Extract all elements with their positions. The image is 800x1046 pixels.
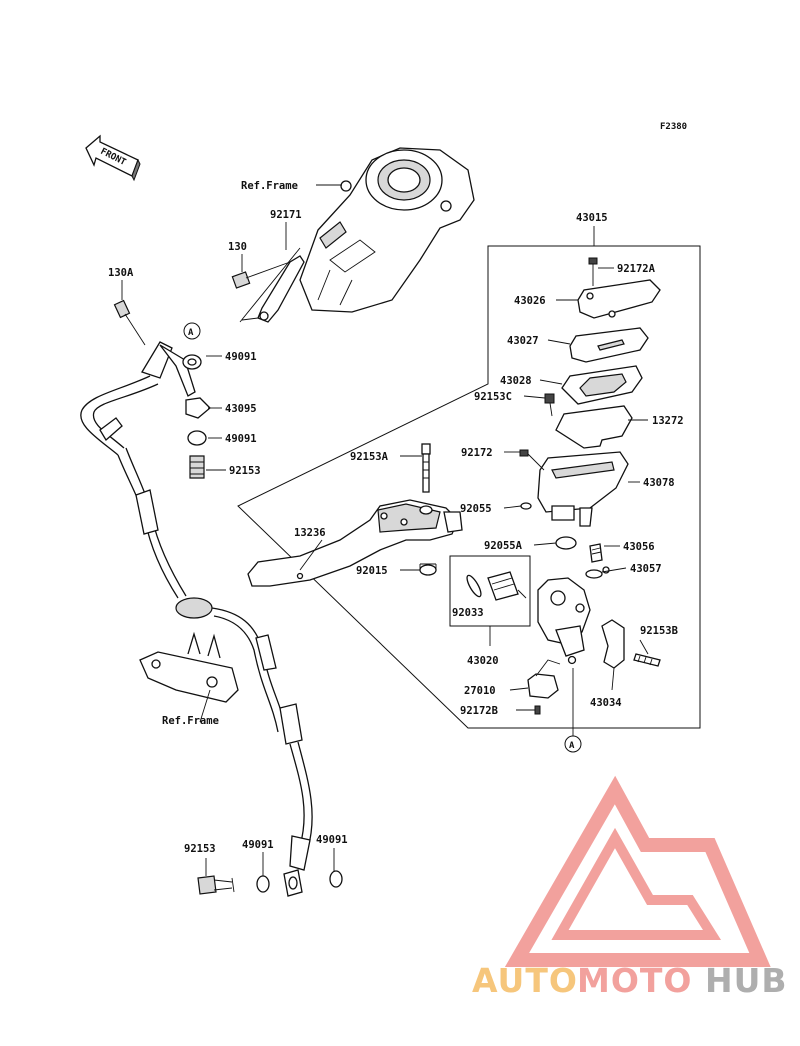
piston-kit-43020-illustration <box>449 555 531 646</box>
label-92172B: 92172B <box>460 705 498 717</box>
reservoir-parts-illustration <box>519 257 661 527</box>
label-92153-lower: 92153 <box>184 843 216 855</box>
frame-head-illustration <box>299 147 475 313</box>
bracket-92171-illustration <box>239 247 305 323</box>
automotohub-watermark: AUTO MOTO HUB <box>472 775 788 1000</box>
watermark-hub: HUB <box>705 961 788 1000</box>
label-92055A: 92055A <box>484 540 523 552</box>
label-49091-upper: 49091 <box>225 351 257 363</box>
label-49091-lower-right: 49091 <box>316 834 348 846</box>
label-43095: 43095 <box>225 403 257 415</box>
lower-frame-bracket-illustration <box>139 631 239 703</box>
callout-a-bottom: A <box>564 668 582 753</box>
label-92172: 92172 <box>461 447 493 459</box>
label-130: 130 <box>228 241 247 253</box>
front-arrow-icon: FRONT <box>85 134 141 182</box>
bolt-92153A-illustration <box>421 443 431 493</box>
label-130A: 130A <box>108 267 134 279</box>
label-13236: 13236 <box>294 527 326 539</box>
label-43015: 43015 <box>576 212 608 224</box>
label-43028: 43028 <box>500 375 532 387</box>
label-92153-upper: 92153 <box>229 465 261 477</box>
label-27010: 27010 <box>464 685 496 697</box>
clutch-hose-illustration <box>80 299 313 871</box>
label-13272: 13272 <box>652 415 684 427</box>
lower-banjo-parts-illustration <box>197 869 343 897</box>
svg-text:A: A <box>188 328 194 338</box>
master-cylinder-body-illustration <box>527 536 661 715</box>
label-92153C: 92153C <box>474 391 512 403</box>
clutch-lever-illustration <box>247 499 463 587</box>
label-92153B: 92153B <box>640 625 678 637</box>
watermark-moto: MOTO <box>577 961 692 1000</box>
label-43056: 43056 <box>623 541 655 553</box>
figure-code: F2380 <box>660 122 687 132</box>
label-92033: 92033 <box>452 607 484 619</box>
label-43057: 43057 <box>630 563 662 575</box>
label-43078: 43078 <box>643 477 675 489</box>
label-49091-lower-left: 49091 <box>242 839 274 851</box>
bolt-130-illustration <box>231 261 291 289</box>
label-92015: 92015 <box>356 565 388 577</box>
label-43034: 43034 <box>590 697 622 709</box>
label-49091-middle: 49091 <box>225 433 257 445</box>
svg-text:A: A <box>569 741 575 751</box>
label-92055: 92055 <box>460 503 492 515</box>
label-92153A: 92153A <box>350 451 389 463</box>
label-43020: 43020 <box>467 655 499 667</box>
automotohub-logo-icon <box>504 775 771 967</box>
callout-a-top: A <box>183 322 201 340</box>
watermark-auto: AUTO <box>472 961 578 1000</box>
label-92171: 92171 <box>270 209 302 221</box>
label-92172A: 92172A <box>617 263 656 275</box>
label-43027: 43027 <box>507 335 539 347</box>
label-ref-frame-bottom: Ref.Frame <box>162 715 219 727</box>
leader-lines <box>121 184 649 876</box>
label-ref-frame-top: Ref.Frame <box>241 180 298 192</box>
label-43026: 43026 <box>514 295 546 307</box>
nut-92015-illustration <box>419 563 437 576</box>
master-cylinder-assembly-box <box>237 226 701 729</box>
